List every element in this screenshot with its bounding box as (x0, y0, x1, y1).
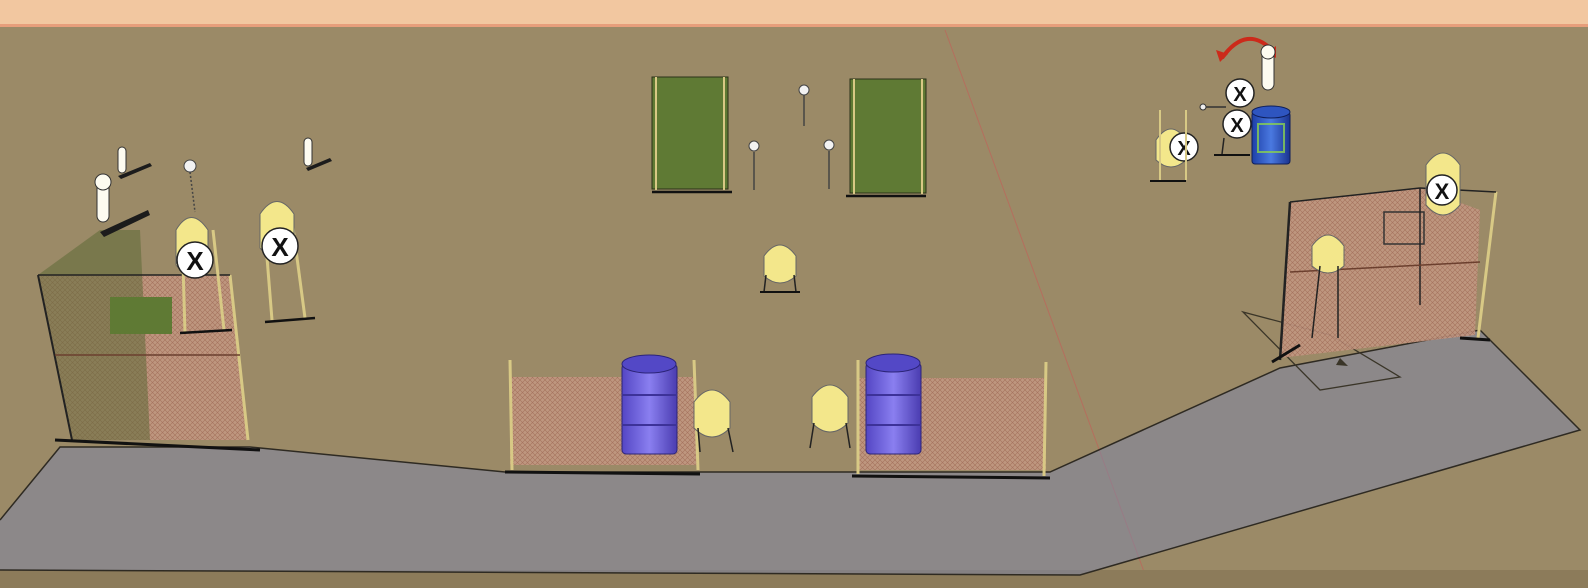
no-shoot-mark-2: X (271, 232, 289, 262)
barrel-center-left[interactable] (622, 355, 677, 454)
no-shoot-mark-1: X (186, 246, 204, 276)
sky-band (0, 0, 1588, 26)
right-fault-wall[interactable] (1272, 188, 1496, 362)
barrel-center-right[interactable] (866, 354, 921, 454)
no-shoot-mark-3: X (1435, 179, 1450, 204)
no-shoot-mark-4: X (1233, 84, 1247, 106)
green-panel-right[interactable] (846, 79, 926, 196)
popper-right-top[interactable] (1261, 45, 1275, 90)
horizon-line (0, 24, 1588, 27)
no-shoot-mark-6: X (1177, 138, 1191, 160)
target-right-top[interactable]: X (1426, 153, 1460, 215)
barrel-right-blue[interactable] (1252, 106, 1290, 164)
no-shoot-mark-5: X (1230, 115, 1244, 137)
green-panel-left[interactable] (652, 77, 732, 192)
